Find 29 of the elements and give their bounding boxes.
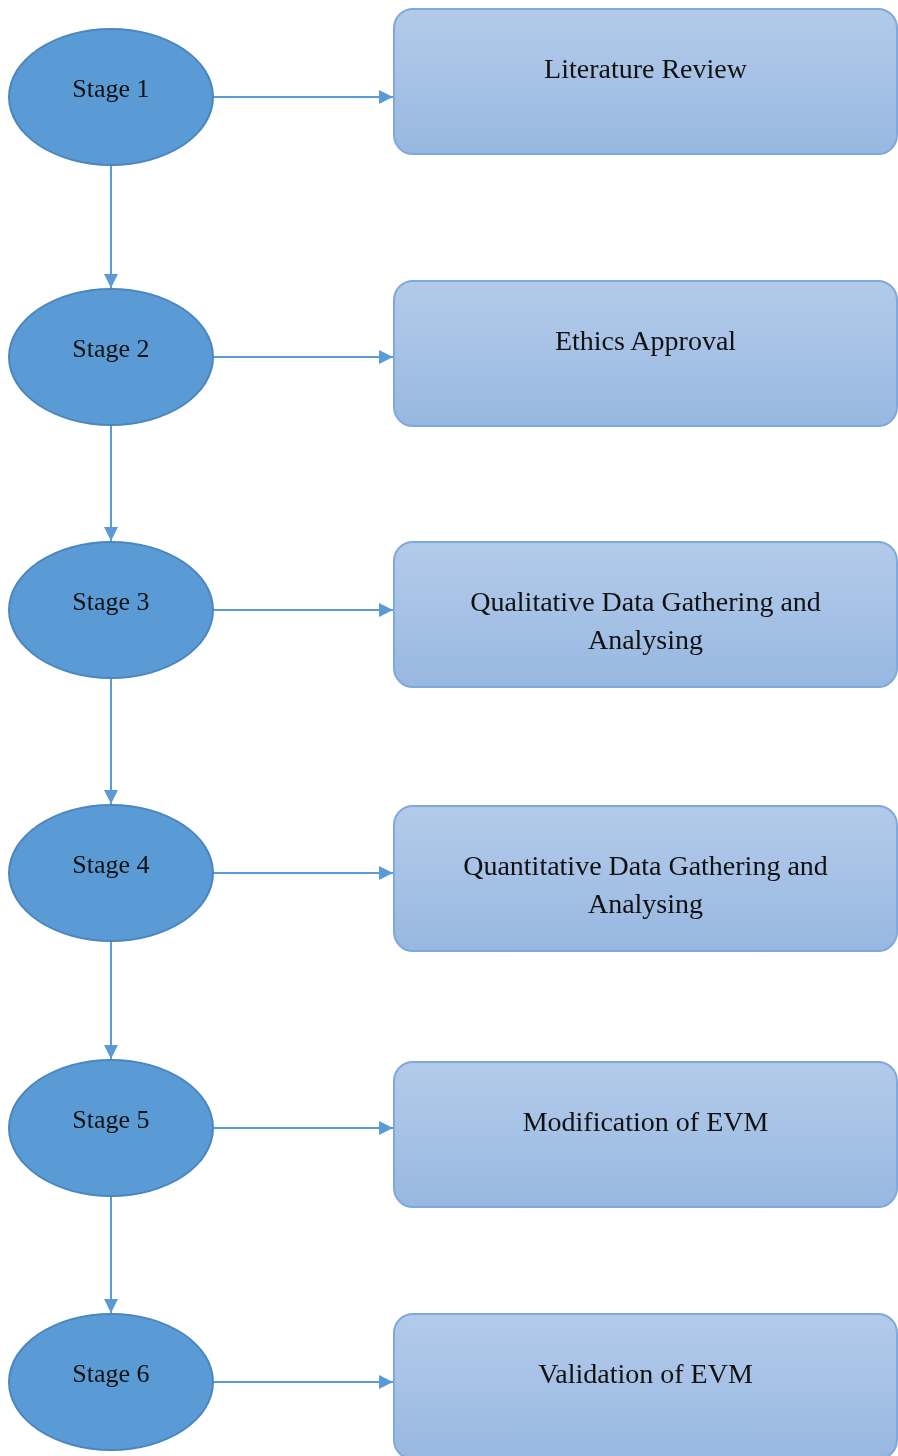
process-box xyxy=(393,1313,898,1456)
arrow xyxy=(104,165,118,289)
step-label: Literature Review xyxy=(544,52,747,86)
step-label: Quantitative Data Gathering and Analysing xyxy=(462,849,829,921)
step-label: Validation of EVM xyxy=(538,1357,753,1391)
process-box xyxy=(393,1061,898,1208)
arrow xyxy=(104,678,118,805)
stage-label: Stage 5 xyxy=(72,1105,150,1135)
arrow xyxy=(104,1196,118,1314)
stage-label: Stage 2 xyxy=(72,334,150,364)
process-box xyxy=(393,280,898,427)
arrow xyxy=(213,1121,394,1135)
arrow xyxy=(213,90,394,104)
arrow xyxy=(213,350,394,364)
stage-label: Stage 6 xyxy=(72,1359,150,1389)
arrow xyxy=(213,603,394,617)
process-box xyxy=(393,805,898,952)
arrow xyxy=(104,941,118,1060)
process-box xyxy=(393,8,898,155)
stage-label: Stage 1 xyxy=(72,74,150,104)
arrow xyxy=(213,1375,394,1389)
step-label: Ethics Approval xyxy=(554,324,737,358)
process-box xyxy=(393,541,898,688)
step-label: Qualitative Data Gathering and Analysing xyxy=(469,585,822,657)
arrow xyxy=(213,866,394,880)
arrow xyxy=(104,425,118,542)
stage-label: Stage 4 xyxy=(72,850,150,880)
stage-label: Stage 3 xyxy=(72,587,150,617)
step-label: Modification of EVM xyxy=(522,1105,769,1139)
